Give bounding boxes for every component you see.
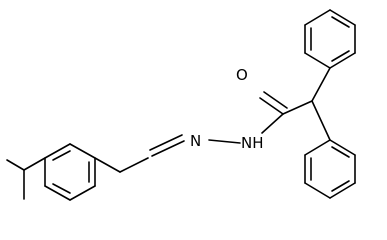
double-bond-inner xyxy=(331,50,350,62)
bond xyxy=(69,143,96,159)
amide-nh-label: NH xyxy=(241,134,264,152)
bond xyxy=(6,159,25,171)
double-bond xyxy=(151,140,185,157)
hydrazide-chain xyxy=(208,91,313,144)
phenyl-ring-upper xyxy=(304,9,356,69)
bond xyxy=(261,113,284,134)
double-bond xyxy=(263,91,288,109)
bond xyxy=(94,157,121,173)
imine-linker xyxy=(94,134,185,173)
bond xyxy=(304,52,331,69)
carbonyl-oxygen-label: O xyxy=(236,66,248,84)
isopropyl-group xyxy=(6,157,46,200)
amide-hydrogen-label: H xyxy=(252,134,263,152)
bond xyxy=(304,182,331,199)
bond xyxy=(119,157,149,173)
imine-nitrogen-label: N xyxy=(190,132,201,150)
double-bond-inner xyxy=(331,16,350,28)
bond xyxy=(329,139,356,156)
phenyl-ring-lower xyxy=(304,139,356,199)
structure-diagram: N NH O xyxy=(6,9,356,201)
diphenylmethyl-center xyxy=(311,67,331,141)
bond xyxy=(208,139,241,144)
double-bond-inner xyxy=(331,146,350,158)
bond xyxy=(23,157,46,171)
amide-nitrogen-label: N xyxy=(241,134,252,152)
bond xyxy=(329,182,356,199)
chemical-structure: N NH O xyxy=(6,9,356,201)
benzene-ring-left xyxy=(44,143,96,201)
bond xyxy=(311,100,331,141)
double-bond-inner xyxy=(331,180,350,192)
bond xyxy=(311,67,331,102)
bond xyxy=(329,9,356,26)
double-bond-inner xyxy=(52,150,71,161)
double-bond-inner xyxy=(52,183,71,194)
bond xyxy=(282,100,313,115)
bond xyxy=(304,139,331,156)
bond xyxy=(44,143,71,159)
bond xyxy=(329,52,356,69)
bond xyxy=(69,185,96,201)
double-bond xyxy=(259,97,284,115)
bond xyxy=(44,185,71,201)
bond xyxy=(304,9,331,26)
double-bond xyxy=(149,134,183,151)
atom-labels: N NH O xyxy=(190,66,264,152)
